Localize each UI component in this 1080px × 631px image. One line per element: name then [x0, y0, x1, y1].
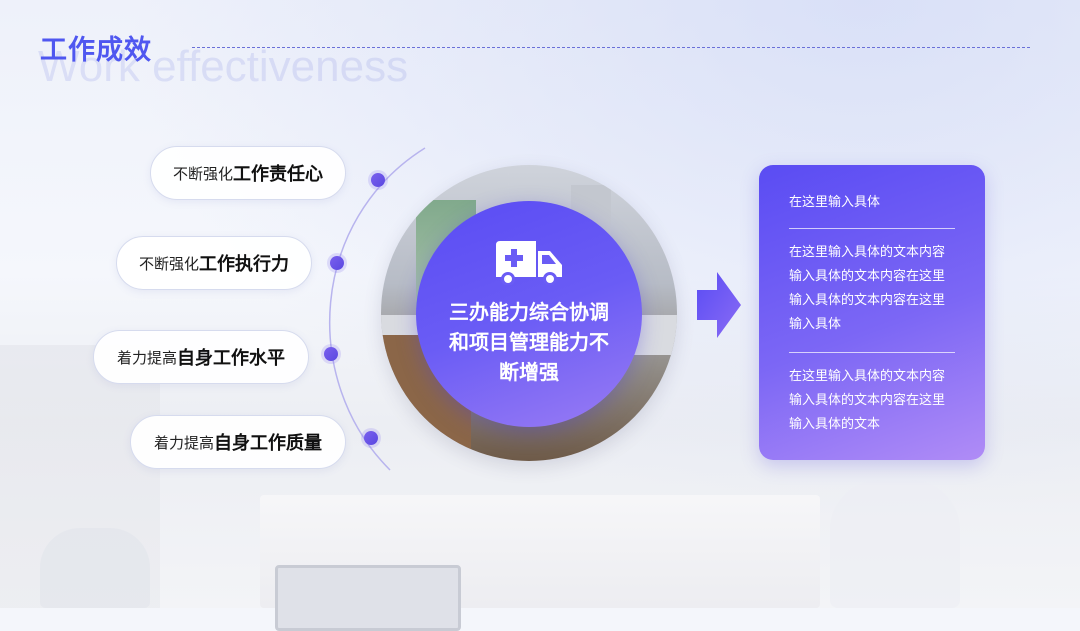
item-pill-3: 着力提高自身工作水平 [93, 330, 309, 384]
center-text: 三办能力综合协调和项目管理能力不断增强 [449, 300, 609, 384]
item-bold-text: 工作执行力 [199, 254, 289, 275]
arrow-right-icon [697, 272, 741, 338]
page-title: 工作成效 [40, 35, 152, 66]
card-line-1: 在这里输入具体 [789, 195, 881, 210]
item-dot-2 [330, 256, 344, 270]
item-dot-1 [371, 173, 385, 187]
item-pre-text: 不断强化 [138, 254, 199, 273]
item-bold-text: 自身工作质量 [214, 433, 322, 454]
info-card: 在这里输入具体 在这里输入具体的文本内容输入具体的文本内容在这里输入具体的文本内… [759, 165, 985, 460]
item-pre-text: 着力提高 [153, 433, 214, 452]
item-pill-4: 着力提高自身工作质量 [130, 415, 346, 469]
item-bold-text: 自身工作水平 [177, 348, 285, 369]
item-pre-text: 着力提高 [116, 348, 177, 367]
card-divider-2 [789, 352, 955, 353]
center-circle: 三办能力综合协调和项目管理能力不断增强 [416, 201, 642, 427]
item-dot-3 [324, 347, 338, 361]
title-divider [192, 47, 1030, 48]
item-dot-4 [364, 431, 378, 445]
card-paragraph-1: 在这里输入具体的文本内容输入具体的文本内容在这里输入具体的文本内容在这里输入具体 [789, 245, 946, 332]
background-chair [40, 528, 150, 608]
ambulance-icon [496, 241, 562, 285]
page-subtitle-watermark: Work effectiveness [38, 42, 409, 91]
item-pre-text: 不断强化 [172, 164, 233, 183]
item-pill-1: 不断强化工作责任心 [150, 146, 346, 200]
background-chair-right [830, 480, 960, 608]
card-divider-1 [789, 228, 955, 229]
item-bold-text: 工作责任心 [233, 164, 323, 185]
card-paragraph-2: 在这里输入具体的文本内容输入具体的文本内容在这里输入具体的文本 [789, 369, 946, 432]
item-pill-2: 不断强化工作执行力 [116, 236, 312, 290]
